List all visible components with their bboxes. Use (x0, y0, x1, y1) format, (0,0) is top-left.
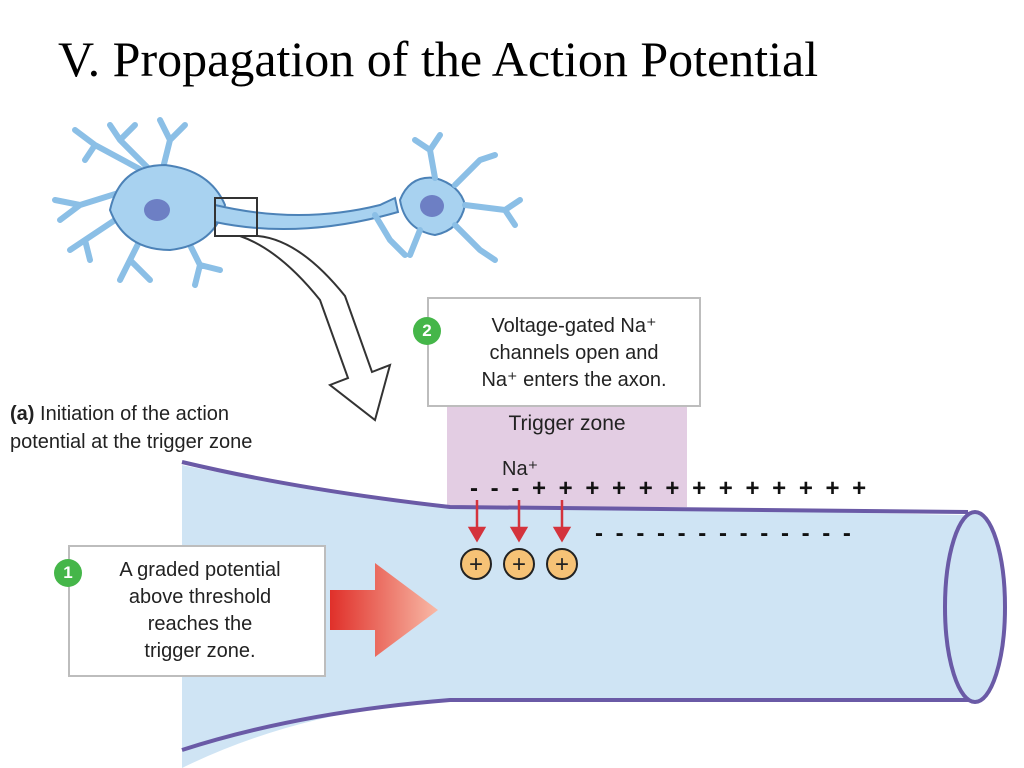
nucleus-right (420, 195, 444, 217)
na-ion-sign: + (512, 551, 526, 578)
na-ion-sign: + (555, 551, 569, 578)
na-ions (460, 548, 578, 580)
caption-part-label: (a) (10, 403, 35, 425)
caption-line1: Initiation of the action (40, 403, 230, 425)
na-channel-arrows (467, 500, 572, 543)
nucleus-left (144, 199, 170, 221)
zoom-arrow (239, 235, 392, 422)
step1-line: above threshold (128, 586, 272, 608)
na-ion (460, 548, 492, 580)
na-ion (503, 548, 535, 580)
na-label: Na⁺ (502, 458, 539, 480)
na-ion (546, 548, 578, 580)
step2-line: channels open and (489, 342, 659, 364)
axon-membrane-bottom (181, 698, 975, 752)
caption-line2: potential at the trigger zone (10, 431, 253, 453)
axon-cut-end (943, 510, 1007, 704)
step2-line: Na⁺ enters the axon. (481, 369, 667, 391)
figure-caption: (a) Initiation of the action potential a… (10, 400, 252, 456)
step1-line: trigger zone. (144, 640, 256, 662)
membrane-charges-inner: - - - - - - - - - - - - - (595, 520, 854, 547)
step1-text: A graded potential above threshold reach… (80, 557, 320, 665)
step2-line: Voltage-gated Na⁺ (491, 315, 657, 337)
trigger-zone-area (447, 405, 687, 507)
zoom-box (214, 197, 258, 237)
step2-badge: 2 (413, 317, 441, 345)
axon-membrane-top (181, 460, 969, 514)
membrane-charges-outer: - - - + + + + + + + + + + + + + (470, 475, 870, 502)
step2-callout: 2 Voltage-gated Na⁺ channels open and Na… (413, 297, 701, 407)
na-ion-signs: + + + (469, 551, 569, 578)
step1-badge: 1 (54, 559, 82, 587)
na-ion-sign: + (469, 551, 483, 578)
trigger-zone-label: Trigger zone (508, 412, 626, 435)
step1-line: A graded potential (119, 559, 281, 581)
axon-body (182, 465, 985, 768)
step1-callout: 1 A graded potential above threshold rea… (54, 545, 326, 677)
graded-potential-arrow (330, 563, 438, 657)
step2-text: Voltage-gated Na⁺ channels open and Na⁺ … (449, 313, 699, 394)
slide-title: V. Propagation of the Action Potential (58, 31, 819, 87)
step1-line: reaches the (147, 613, 253, 635)
